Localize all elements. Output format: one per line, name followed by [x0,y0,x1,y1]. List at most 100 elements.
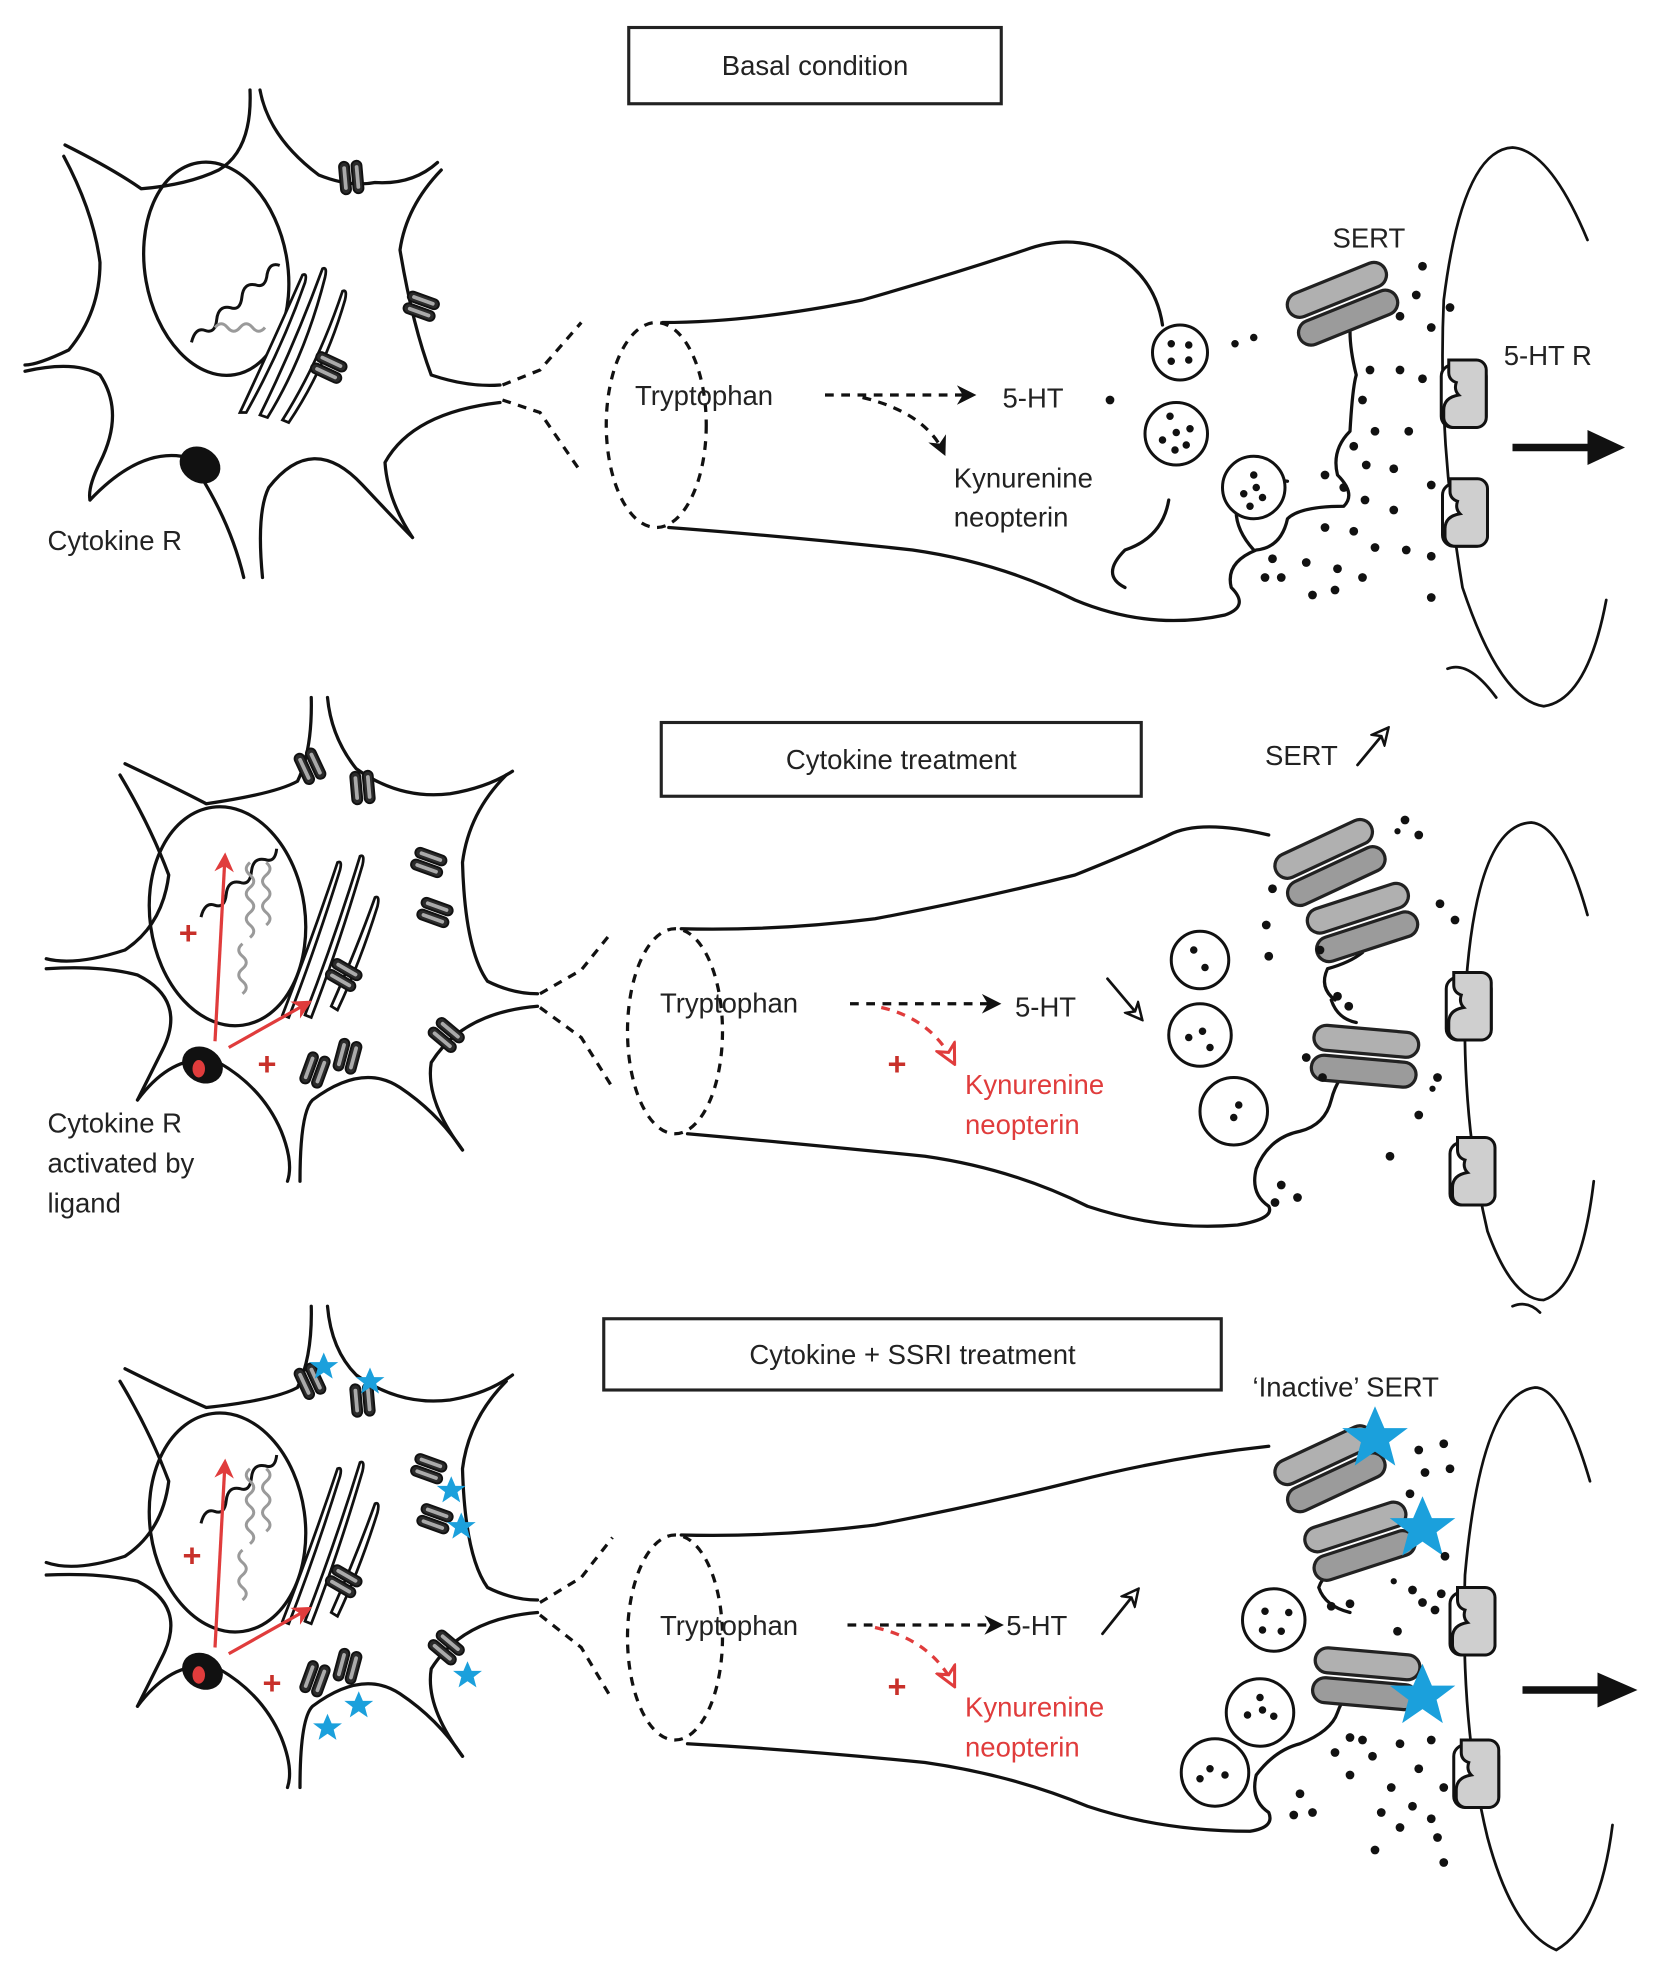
decrease-arrow-icon [1106,977,1142,1019]
signal-arrow-to-nucleus [213,1458,234,1648]
sert-label: SERT [1333,223,1406,254]
ion-channel-icon [407,844,450,881]
5ht-label: 5-HT [1015,991,1076,1022]
ion-channel-icon [330,1035,365,1077]
ion-channel-icon [424,1014,468,1056]
cytokine-receptor-label: activated by [48,1148,195,1179]
terminal-membrane-top [679,825,1271,931]
5ht-receptor-icon [1441,477,1489,548]
ion-channel-icon [330,1645,365,1687]
dna-icon [199,848,279,918]
rna-icon [213,322,267,333]
activated-cytokine-receptor-icon [182,1652,223,1690]
cytokine-receptor-label: Cytokine R [48,525,183,556]
plus-sign: + [888,1669,907,1705]
axon-cross-section [604,320,708,530]
terminal-membrane-top [660,240,1165,327]
axon-zoom-lines [538,1536,614,1701]
vesicles [1143,323,1287,521]
5ht-receptor-icon [1448,1136,1497,1207]
title-box-cytokine: Cytokine treatment [659,720,1143,798]
sert-transporter-icon [1299,1497,1421,1586]
ion-channel-icon [400,288,443,325]
star-icon [453,1661,482,1688]
terminal-membrane-top [679,1444,1271,1538]
sert-transporter-icon [1281,256,1404,351]
previous-postsynaptic-end [1446,665,1498,699]
mrna-transcripts-icon [237,861,272,995]
neuron-soma [44,1304,540,1790]
panel-title: Cytokine treatment [786,744,1017,775]
nucleus [147,805,308,1028]
terminal-membrane-bottom [685,1060,1358,1228]
signal-arrow-to-golgi [227,1606,313,1656]
tryptophan-label: Tryptophan [635,380,773,411]
cytokine-receptor-label: Cytokine R [48,1108,183,1139]
postsynaptic-membrane [1463,821,1596,1302]
5ht-label: 5-HT [1006,1610,1067,1641]
ion-channel-icon [407,1450,450,1487]
increase-arrow-icon [1101,1590,1138,1636]
neopterin-label: neopterin [954,501,1069,532]
ion-channel-icon [414,1500,456,1537]
neuron-soma [23,88,502,580]
ion-channel-icon [348,768,377,807]
golgi [237,266,348,425]
cytokine-receptor-icon [179,446,221,484]
panel-basal: Basal condition Cytokine R [23,25,1625,708]
kynurenine-label: Kynurenine [965,1691,1104,1722]
vesicles [1179,1587,1307,1808]
tryptophan-to-kynurenine-arrow [862,395,946,457]
neuron-soma [44,695,540,1183]
tryptophan-label: Tryptophan [660,988,798,1019]
ion-channel-icon [296,1657,334,1700]
star-icon [344,1691,374,1718]
panel-title: Basal condition [722,50,909,81]
increase-arrow-icon [1356,729,1388,767]
sert-transporter-icon [1309,1645,1423,1713]
panel-cytokine: Cytokine treatment [44,665,1596,1302]
axon-cross-section [625,1533,725,1742]
5ht-receptor-icon [1439,358,1488,429]
plus-sign: + [258,1046,277,1082]
mrna-transcripts-icon [237,1467,272,1602]
axon-cross-section [625,927,725,1136]
title-box-basal: Basal condition [627,25,1003,106]
title-box-cytokine-ssri: Cytokine + SSRI treatment [602,1317,1223,1392]
axon-zoom-lines [539,930,614,1089]
cytokine-receptor-label: ligand [48,1188,121,1219]
previous-postsynaptic-end [1511,1302,1542,1314]
5ht-receptor-icon [1452,1738,1501,1809]
dna-icon [199,1454,279,1524]
star-icon [313,1713,342,1740]
postsynaptic-membrane [1462,1386,1614,1952]
kynurenine-label: Kynurenine [965,1069,1104,1100]
right-arrow-icon [1512,430,1625,465]
terminal-membrane-bottom [667,329,1358,623]
dna-icon [190,263,281,343]
sert-label: ‘Inactive’ SERT [1253,1371,1440,1402]
signal-arrow-to-golgi [227,1000,313,1049]
panel-title: Cytokine + SSRI treatment [749,1339,1076,1370]
activated-cytokine-receptor-icon [182,1046,223,1084]
kynurenine-label: Kynurenine [954,463,1093,494]
plus-sign: + [263,1665,282,1701]
synaptic-5ht-dots [1289,1439,1455,1867]
5ht-receptor-icon [1444,971,1493,1042]
axon-zoom-lines [501,321,583,474]
nucleus [147,1411,308,1634]
panel-cytokine-ssri: Cytokine + SSRI treatment [44,1302,1638,1952]
tryptophan-to-kynurenine-arrow [874,1625,954,1686]
5ht-label: 5-HT [1003,383,1064,414]
sert-cluster [1269,813,1423,1090]
nucleus [142,160,291,377]
plus-sign: + [179,915,198,951]
plus-sign: + [888,1046,907,1082]
neopterin-label: neopterin [965,1731,1080,1762]
signal-arrow-to-nucleus [213,852,234,1042]
ion-channel-icon [336,158,366,197]
postsynaptic-membrane [1441,146,1608,708]
tryptophan-label: Tryptophan [660,1610,798,1641]
inactive-sert-cluster [1269,1406,1456,1724]
